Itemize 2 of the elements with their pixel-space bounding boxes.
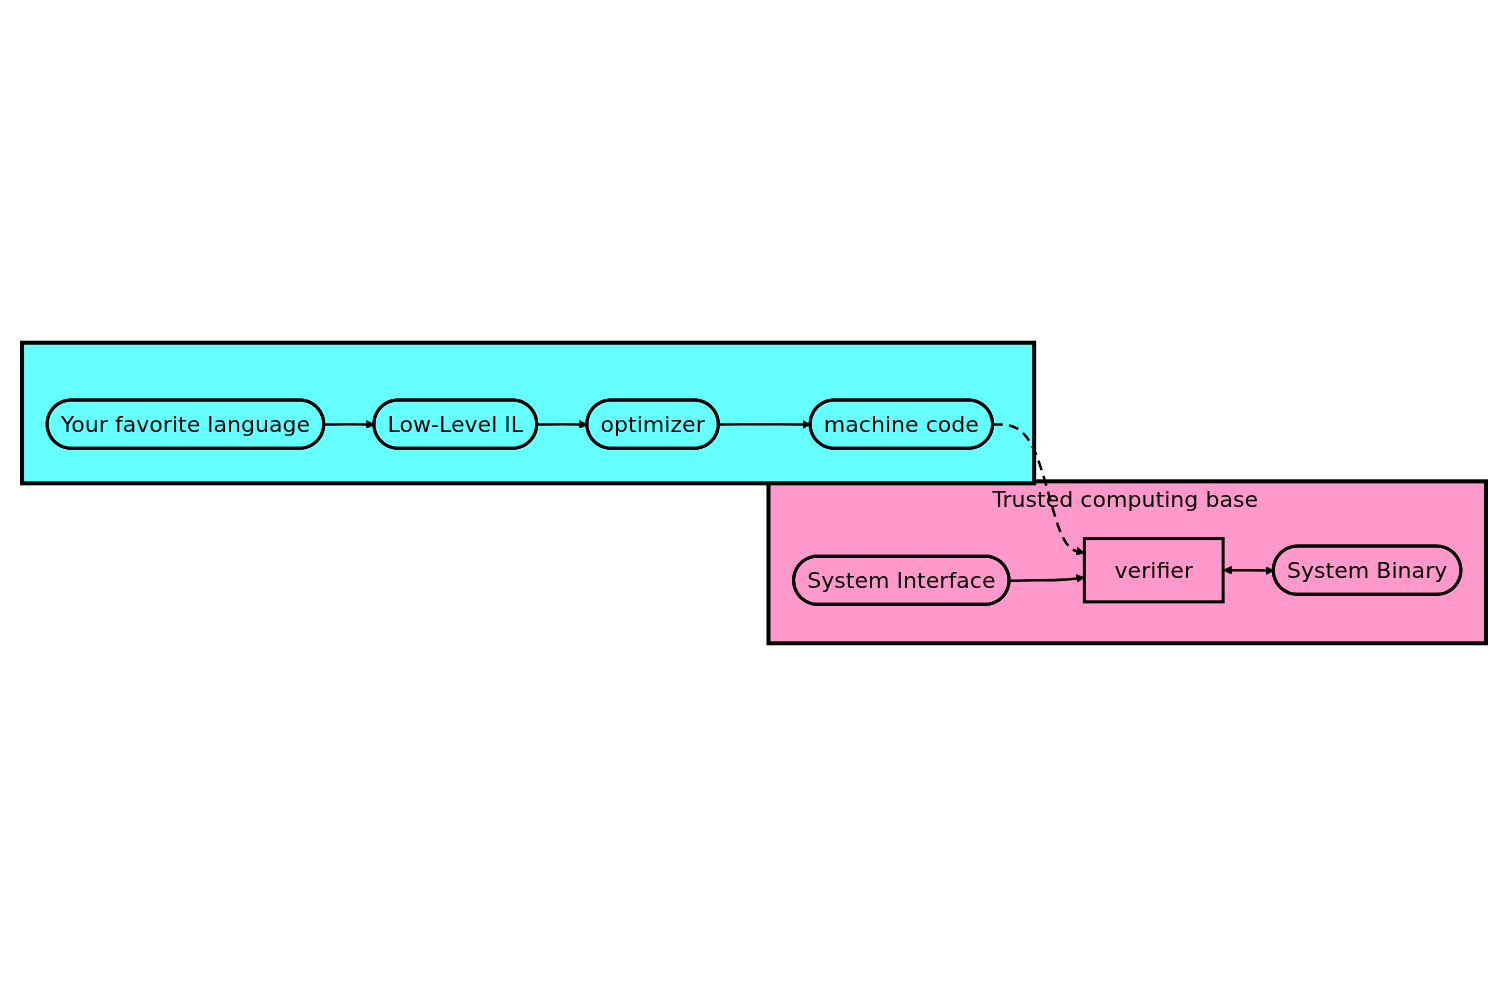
node-box: verifier — [1082, 536, 1225, 603]
cluster — [19, 340, 1036, 485]
